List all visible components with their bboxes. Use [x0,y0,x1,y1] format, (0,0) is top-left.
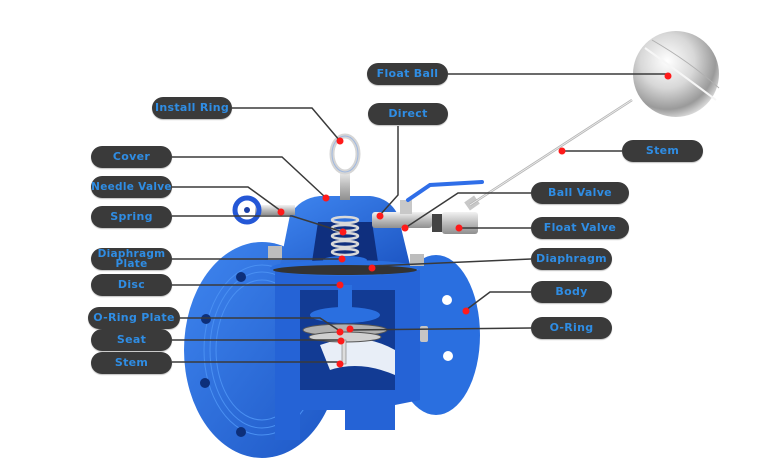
label-text: O-Ring [549,321,594,334]
label-seat: Seat [91,329,172,351]
label-direct: Direct [368,103,448,125]
label-body: Body [531,281,612,303]
label-text: Stem [645,144,680,157]
label-text: Spring [110,210,153,223]
label-text: Body [555,285,588,298]
label-text: Float Valve [543,221,617,234]
label-stem-right: Stem [622,140,703,162]
label-text: Stem [114,356,149,369]
label-disc: Disc [91,274,172,296]
label-stem-left: Stem [91,352,172,374]
leader-lines [172,73,668,363]
label-text: Seat [116,333,147,346]
label-cover: Cover [91,146,172,168]
label-text: Cover [112,150,151,163]
label-spring: Spring [91,206,172,228]
label-float-valve: Float Valve [531,217,629,239]
label-text-line2: Plate [115,258,148,270]
label-float-ball: Float Ball [367,63,448,85]
label-text: Ball Valve [548,186,612,199]
label-ball-valve: Ball Valve [531,182,629,204]
label-text: Float Ball [376,67,439,80]
float-ball-shape [633,31,720,117]
label-text: Needle Valve [91,181,172,193]
label-o-ring-plate: O-Ring Plate [88,307,180,329]
label-diaphragm-plate: Diaphragm Plate [91,248,172,270]
eye-bolt [329,133,361,200]
needle-valve-shape [232,195,295,225]
label-diaphragm: Diaphragm [531,248,612,270]
label-o-ring: O-Ring [531,317,612,339]
label-install-ring: Install Ring [152,97,232,119]
label-text: Disc [117,278,146,291]
label-text-line1: Diaphragm [97,248,166,260]
label-text: O-Ring Plate [93,311,175,324]
label-needle-valve: Needle Valve [91,176,172,198]
label-text: Diaphragm [536,252,607,265]
valve-body [275,270,428,440]
label-text: Install Ring [154,101,230,114]
marker-dots [277,72,672,368]
label-text: Direct [388,107,428,120]
